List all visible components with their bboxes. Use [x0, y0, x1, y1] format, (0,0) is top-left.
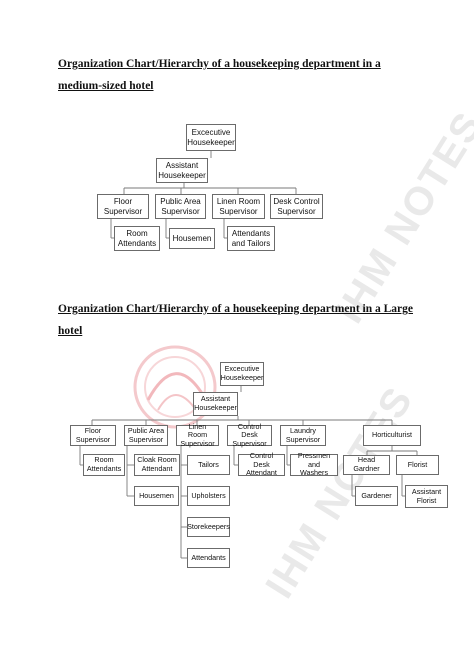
large-room-attendants-box: Room Attendants — [83, 454, 125, 476]
medium-floor-supervisor-box: Floor Supervisor — [97, 194, 149, 219]
medium-attendants-tailors-box: Attendants and Tailors — [227, 226, 275, 251]
medium-housemen-box: Housemen — [169, 228, 215, 249]
medium-chart-heading: Organization Chart/Hierarchy of a housek… — [58, 58, 381, 92]
large-chart-heading: Organization Chart/Hierarchy of a housek… — [58, 303, 413, 337]
medium-public-area-supervisor-box: Public Area Supervisor — [155, 194, 206, 219]
large-assistant-housekeeper-box: Assistant Housekeeper — [193, 392, 238, 416]
large-cloak-room-attendant-box: Cloak Room Attendant — [134, 454, 180, 476]
medium-desk-control-supervisor-box: Desk Control Supervisor — [270, 194, 323, 219]
large-horticulturist-box: Horticulturist — [363, 425, 421, 446]
large-attendants-box: Attendants — [187, 548, 230, 568]
large-head-gardener-box: Head Gardner — [343, 455, 390, 475]
large-gardener-box: Gardener — [355, 486, 398, 506]
medium-assistant-housekeeper-box: Assistant Housekeeper — [156, 158, 208, 183]
large-executive-housekeeper-box: Excecutive Housekeeper — [220, 362, 264, 386]
large-floor-supervisor-box: Floor Supervisor — [70, 425, 116, 446]
large-linen-room-supervisor-box: Linen Room Supervisor — [176, 422, 219, 448]
large-tailors-box: Tailors — [187, 455, 230, 475]
large-upholsters-box: Upholsters — [187, 486, 230, 506]
large-control-desk-supervisor-box: Control Desk Supervisor — [227, 422, 272, 448]
large-florist-box: Florist — [396, 455, 439, 475]
medium-linen-room-supervisor-box: Linen Room Supervisor — [212, 194, 265, 219]
medium-room-attendants-box: Room Attendants — [114, 226, 160, 251]
large-public-area-supervisor-box: Public Area Supervisor — [124, 425, 168, 446]
large-control-desk-attendant-box: Control Desk Attendant — [238, 451, 285, 477]
large-storekeepers-box: Storekeepers — [187, 517, 230, 537]
large-housemen-box: Housemen — [134, 486, 179, 506]
large-assistant-florist-box: Assistant Florist — [405, 485, 448, 508]
medium-executive-housekeeper-box: Excecutive Housekeeper — [186, 124, 236, 151]
large-pressmen-washers-box: Pressmen and Washers — [290, 451, 338, 477]
large-laundry-supervisor-box: Laundry Supervisor — [280, 425, 326, 446]
watermark-stamp-icon — [133, 345, 217, 429]
